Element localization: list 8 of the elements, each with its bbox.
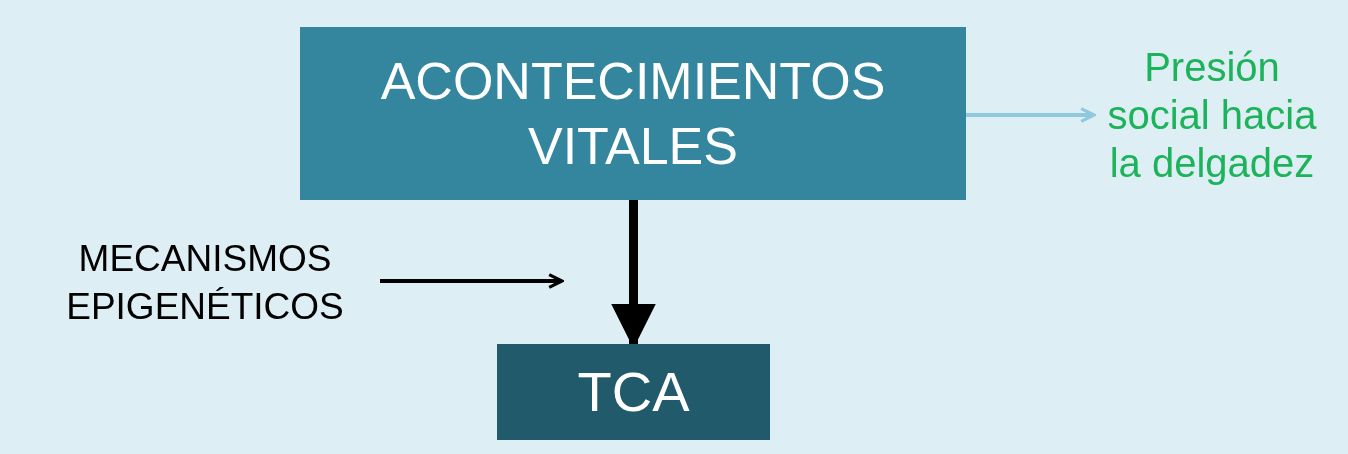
mechanism-text: MECANISMOS EPIGENÉTICOS [65,236,345,329]
outcome-box [497,344,770,440]
arrow [380,273,564,289]
arrow [966,107,1096,123]
event-box [300,27,966,200]
box-label: TCA [577,359,690,426]
box-label: ACONTECIMIENTOS VITALES [379,50,887,177]
pressure-text: Presión social hacia la delgadez [1106,44,1318,187]
